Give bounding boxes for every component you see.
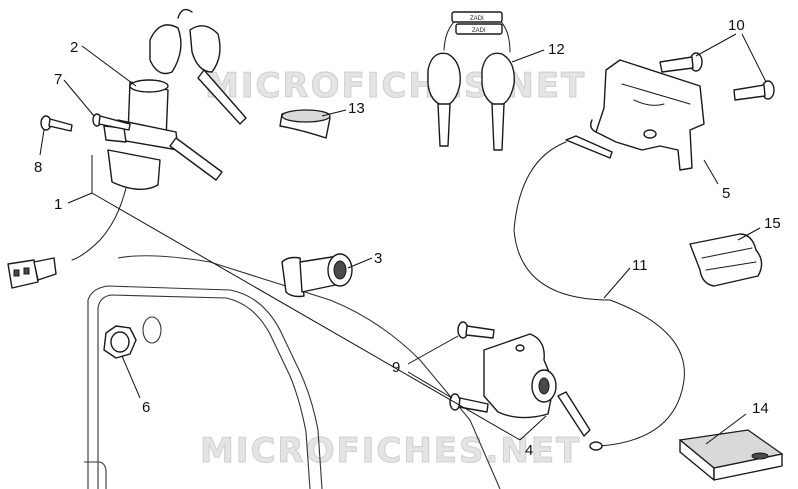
hex-nut-part-6	[103, 325, 137, 359]
ignition-switch-part-2	[7, 8, 247, 289]
callout-6: 6	[142, 399, 150, 416]
callout-14: 14	[752, 400, 769, 417]
leader-lines	[39, 33, 767, 445]
manual-part-14	[678, 429, 784, 481]
cable-part-11	[513, 135, 685, 451]
callout-5: 5	[722, 185, 730, 202]
callout-10: 10	[728, 17, 745, 34]
key-tag-brand-2: ZADI	[472, 28, 486, 34]
callout-2: 2	[70, 39, 78, 56]
lock-barrel-part-3	[281, 253, 353, 298]
key-set-part-12: ZADI ZADI	[427, 11, 515, 151]
callout-13: 13	[348, 100, 365, 117]
screws-part-10	[659, 52, 775, 101]
key-tag-brand: ZADI	[470, 16, 484, 22]
callout-8: 8	[34, 159, 42, 176]
callouts: 1 2 3 4 5 6 7 8 9 10 11 12 13 14 15	[34, 17, 781, 459]
body-panel-frame	[84, 255, 501, 489]
screw-part-7	[92, 113, 131, 131]
callout-9: 9	[392, 359, 400, 376]
watermark-top: MICROFICHES.NET	[205, 66, 586, 106]
callout-4: 4	[525, 442, 533, 459]
callout-11: 11	[632, 257, 648, 274]
callout-3: 3	[374, 250, 382, 267]
callout-12: 12	[548, 41, 565, 58]
strap-part-15	[689, 233, 763, 287]
lock-housing-part-4	[483, 333, 557, 419]
rubber-ring-part-13	[279, 109, 331, 139]
callout-1: 1	[54, 196, 62, 213]
callout-15: 15	[764, 215, 781, 232]
latch-bracket-part-5	[589, 59, 705, 171]
callout-7: 7	[54, 71, 62, 88]
screw-part-8	[40, 115, 73, 132]
